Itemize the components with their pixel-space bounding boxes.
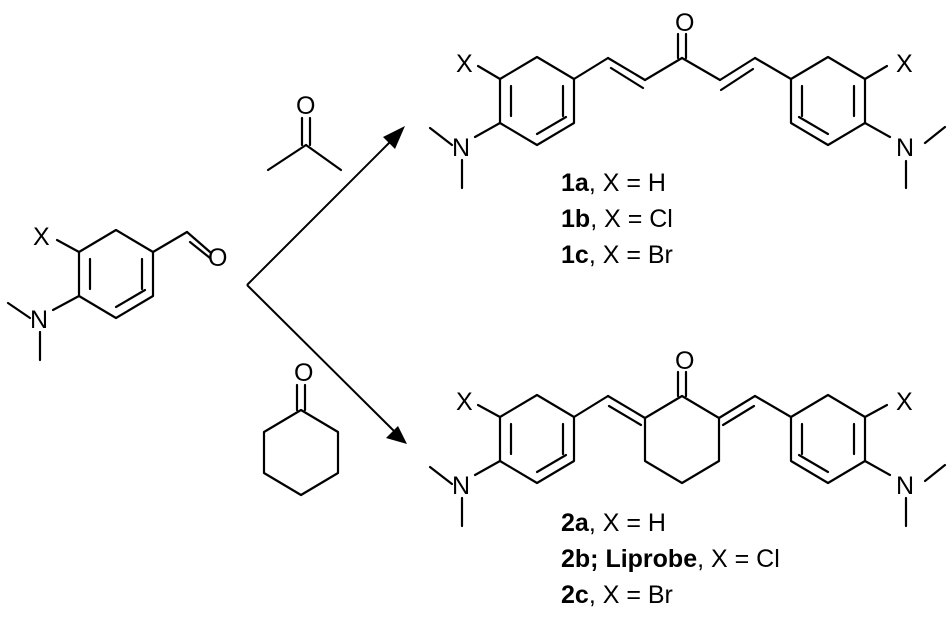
label-1b: 1b, X = Cl	[561, 205, 673, 233]
arrow-head-series1	[383, 126, 405, 149]
series1-o: O	[675, 9, 694, 37]
series1-x-right: X	[896, 50, 913, 78]
starting-aldehyde: X N O	[6, 223, 227, 362]
aldehyde-o-label: O	[208, 244, 227, 272]
series2-n-right: N	[896, 472, 914, 500]
acetone-reagent: O	[266, 92, 343, 172]
product-series1-structure: X N O X N	[428, 9, 947, 190]
series2-labels: 2a, X = H 2b; Liprobe, X = Cl 2c, X = Br	[561, 509, 780, 609]
cyclohexanone-o-label: O	[294, 359, 313, 387]
product-series2-structure: X N O X N	[428, 347, 947, 528]
acetone-o-label: O	[296, 92, 315, 120]
cyclohexanone-ring	[262, 408, 340, 497]
arrow-to-series1	[246, 139, 393, 286]
series2-x-left: X	[456, 388, 473, 416]
aldehyde-n-label: N	[30, 306, 48, 334]
aldehyde-x-label: X	[33, 223, 50, 251]
cyclohexanone-reagent: O	[262, 359, 340, 497]
series1-x-left: X	[456, 50, 473, 78]
series2-o: O	[675, 347, 694, 375]
series1-labels: 1a, X = H 1b, X = Cl 1c, X = Br	[561, 169, 673, 269]
series2-n-left: N	[452, 472, 470, 500]
series2-core-ring	[643, 394, 721, 485]
arrow-to-series2	[246, 284, 395, 432]
arrow-head-series2	[386, 426, 407, 444]
label-2a: 2a, X = H	[561, 509, 666, 537]
label-2b: 2b; Liprobe, X = Cl	[561, 545, 780, 573]
series2-x-right: X	[896, 388, 913, 416]
series1-n-right: N	[896, 134, 914, 162]
label-2c: 2c, X = Br	[561, 581, 673, 609]
series1-n-left: N	[452, 134, 470, 162]
label-1c: 1c, X = Br	[561, 241, 673, 269]
reaction-arrows	[246, 126, 407, 444]
label-1a: 1a, X = H	[561, 169, 666, 197]
